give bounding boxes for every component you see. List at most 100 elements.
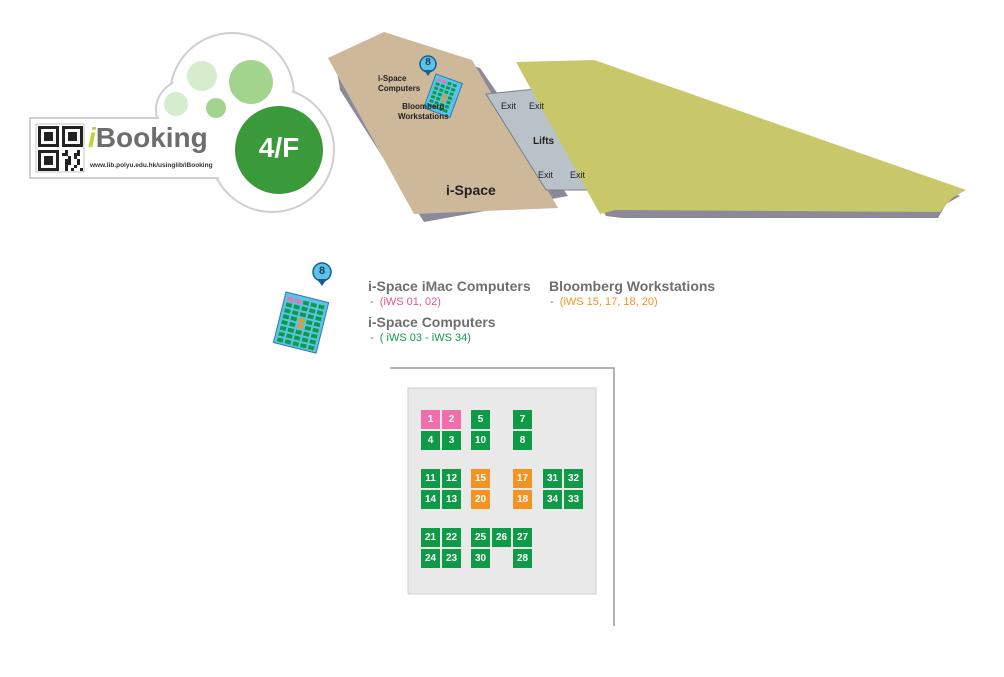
workstation-seat: 8: [513, 431, 532, 450]
map-computers-label-line1: i-Space: [378, 74, 407, 83]
map-computers-label: i-Space Computers: [378, 74, 420, 94]
workstation-seat: 15: [471, 469, 490, 488]
pad-cell: [446, 100, 451, 105]
legend-marker-icon: [312, 262, 332, 286]
workstation-seat: 18: [513, 490, 532, 509]
map-marker-number: 8: [425, 57, 431, 68]
pad-cell: [307, 345, 315, 351]
map-exit-label: Exit: [538, 170, 554, 180]
pad-cell: [427, 103, 433, 108]
pad-cell: [305, 319, 313, 326]
pad-cell: [442, 94, 448, 99]
workstation-seat: 7: [513, 410, 532, 429]
pad-cell: [293, 335, 301, 341]
workstation-seat: 17: [513, 469, 532, 488]
pad-cell: [440, 98, 446, 103]
pad-cell: [300, 343, 307, 349]
pad-cell: [435, 82, 441, 87]
map-computers-label-line2: Computers: [378, 84, 421, 93]
workstation-seat: 32: [564, 469, 583, 488]
pad-cell: [303, 331, 310, 337]
workstation-seat: 25: [471, 528, 490, 547]
legend-computers-row: - ( iWS 03 - iWS 34): [370, 332, 471, 344]
i-space-area: [328, 32, 558, 214]
workstation-seat: 11: [421, 469, 440, 488]
pad-cell: [449, 91, 454, 97]
map-exit-label: Exit: [570, 170, 586, 180]
legend-imac-title: i-Space iMac Computers: [368, 278, 531, 294]
pad-cell: [281, 319, 288, 326]
workstation-seat: 33: [564, 490, 583, 509]
pad-cell: [444, 104, 450, 109]
pad-cell: [437, 106, 443, 112]
pad-cell: [291, 310, 299, 316]
pad-cell: [304, 325, 312, 332]
bubble-1: [187, 61, 217, 91]
workstation-seat: 24: [421, 549, 440, 568]
map-marker-icon: [419, 55, 437, 76]
map-ispace-label: i-Space: [446, 182, 496, 198]
pad-cell: [443, 108, 448, 114]
pad-cell: [290, 316, 298, 322]
legend-dash: -: [370, 332, 374, 344]
pad-cell: [307, 314, 315, 320]
pad-cell: [430, 94, 436, 99]
workstation-seat: 28: [513, 549, 532, 568]
pad-cell: [301, 337, 309, 343]
legend-marker-number: 8: [318, 265, 326, 277]
pad-cell: [295, 329, 303, 335]
workstation-seat: 14: [421, 490, 440, 509]
legend-imac-range: (iWS 01, 02): [379, 296, 441, 308]
pad-cell: [445, 85, 451, 91]
pad-cell: [284, 339, 292, 345]
pad-cell: [441, 79, 447, 84]
workstation-seat: 34: [543, 490, 562, 509]
pad-cell: [309, 339, 317, 345]
pad-cell: [447, 81, 452, 86]
legend-bloomberg-row: - (iWS 15, 17, 18, 20): [550, 296, 658, 308]
pad-cell: [286, 296, 294, 302]
pad-cell: [447, 96, 453, 101]
brand-word: Booking: [95, 122, 208, 153]
pad-cell: [452, 83, 458, 88]
pad-cell: [279, 325, 287, 332]
pad-cell: [435, 96, 441, 101]
bubble-3: [229, 60, 273, 104]
workstation-seat: 3: [442, 431, 461, 450]
brand-i: i: [88, 122, 96, 153]
workstation-seat: 21: [421, 528, 440, 547]
pad-cell: [315, 315, 322, 322]
pad-cell: [288, 321, 296, 328]
workstation-seat: 30: [471, 549, 490, 568]
workstation-seat: 23: [442, 549, 461, 568]
legend-dash: -: [370, 296, 374, 308]
workstation-seat: 22: [442, 528, 461, 547]
legend-imac-row: - (iWS 01, 02): [370, 296, 441, 308]
bubble-4: [206, 98, 226, 118]
pad-cell: [310, 333, 318, 339]
workstation-seat: 13: [442, 490, 461, 509]
pad-cell: [296, 323, 304, 330]
pad-cell: [301, 306, 308, 312]
workstation-seat: 1: [421, 410, 440, 429]
bubble-2: [164, 92, 188, 116]
pad-cell: [284, 308, 291, 314]
workstation-seat: 27: [513, 528, 532, 547]
map-bloomberg-label-line2: Workstations: [398, 112, 449, 121]
map-exit-label: Exit: [529, 101, 545, 111]
workstation-seat: 5: [471, 410, 490, 429]
pad-cell: [294, 298, 302, 304]
room-wall: [390, 367, 615, 626]
map-bloomberg-label-line1: Bloomberg: [402, 102, 445, 111]
pad-cell: [440, 83, 446, 89]
workstation-zone-icon: [423, 73, 463, 119]
legend-workstation-icon: [272, 291, 330, 354]
pad-cell: [299, 312, 307, 318]
workstation-seat: 20: [471, 490, 490, 509]
pad-cell: [450, 87, 456, 92]
ibooking-url: www.lib.polyu.edu.hk/usinglib/iBooking: [90, 162, 213, 169]
pad-cell: [444, 90, 449, 95]
workstation-seat: 2: [442, 410, 461, 429]
pad-cell: [318, 304, 325, 310]
legend-bloomberg-title: Bloomberg Workstations: [549, 278, 716, 294]
